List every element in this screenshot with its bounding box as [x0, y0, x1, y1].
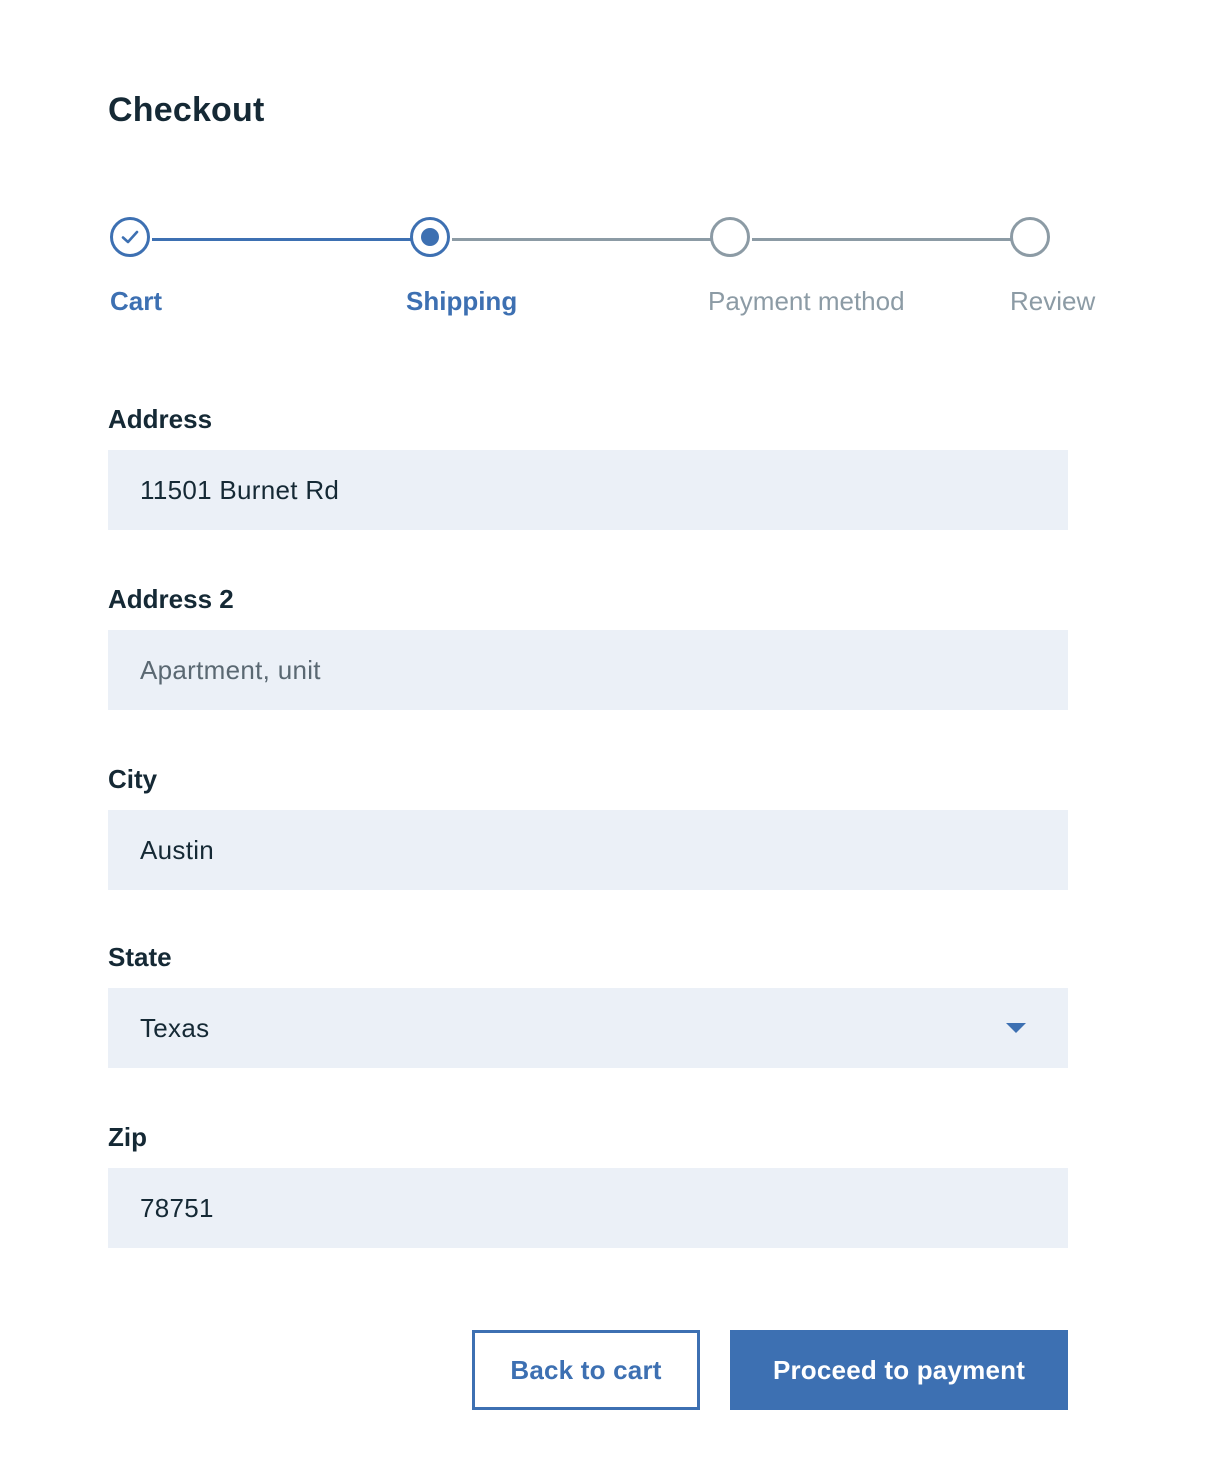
step-cart-label[interactable]: Cart	[110, 286, 163, 316]
progress-connector-complete	[152, 238, 414, 241]
state-select-value: Texas	[140, 1013, 210, 1043]
address-2-label: Address 2	[108, 584, 234, 614]
step-review-indicator[interactable]	[1010, 217, 1050, 257]
current-dot-icon	[421, 228, 439, 246]
city-label: City	[108, 764, 158, 794]
page-title: Checkout	[108, 91, 265, 129]
zip-field[interactable]	[108, 1168, 1068, 1248]
step-cart-indicator[interactable]	[110, 217, 150, 257]
zip-label: Zip	[108, 1122, 147, 1152]
step-shipping-indicator[interactable]	[410, 217, 450, 257]
back-to-cart-button[interactable]: Back to cart	[472, 1330, 700, 1410]
city-field[interactable]	[108, 810, 1068, 890]
address-2-field[interactable]	[108, 630, 1068, 710]
address-label: Address	[108, 404, 213, 434]
checkmark-icon	[121, 230, 139, 244]
step-payment-method-indicator[interactable]	[710, 217, 750, 257]
progress-connector-incomplete	[752, 238, 1014, 241]
progress-indicator: Cart Shipping Payment method Review	[0, 0, 1208, 340]
progress-connector-incomplete	[452, 238, 714, 241]
state-select[interactable]: Texas	[108, 988, 1068, 1068]
proceed-to-payment-button[interactable]: Proceed to payment	[730, 1330, 1068, 1410]
chevron-down-icon	[1006, 1023, 1026, 1033]
step-shipping-label[interactable]: Shipping	[406, 286, 518, 316]
state-label: State	[108, 942, 172, 972]
address-field[interactable]	[108, 450, 1068, 530]
step-review-label[interactable]: Review	[1010, 286, 1096, 316]
step-payment-method-label[interactable]: Payment method	[708, 286, 905, 316]
